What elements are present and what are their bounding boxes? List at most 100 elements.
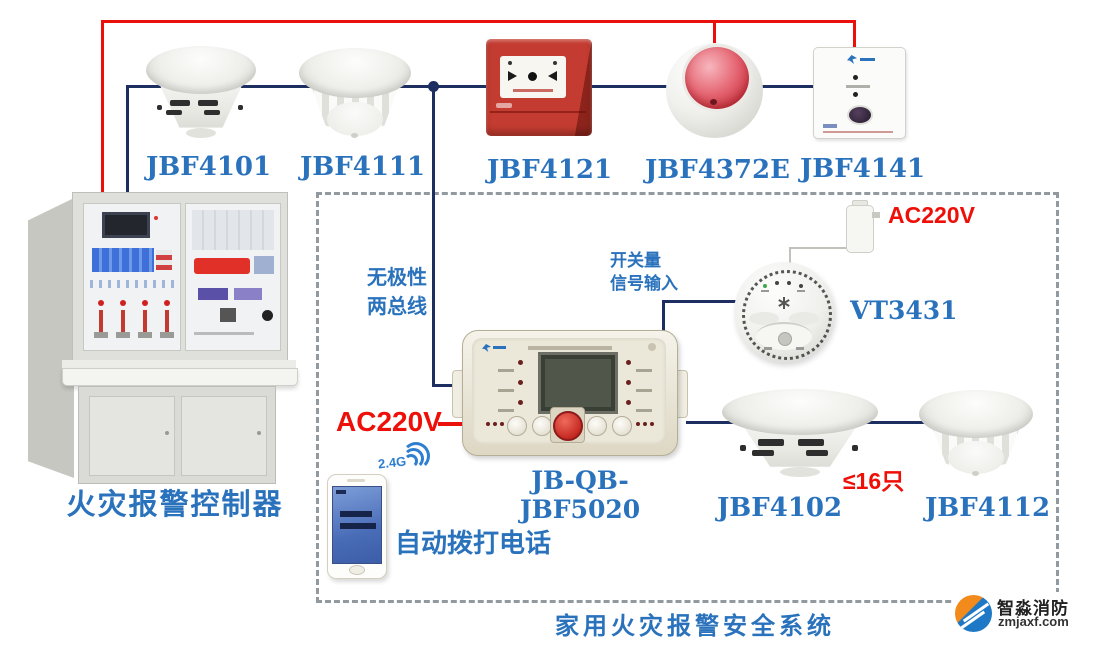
- detector-mount: [919, 390, 1033, 438]
- jbf5020-home-control-unit: [450, 330, 688, 456]
- jbf4111-smoke-detector: [299, 46, 411, 141]
- wire-adapter-cable-vertical: [789, 247, 791, 265]
- vent: [170, 100, 190, 106]
- wifi-arc: [402, 442, 430, 470]
- wire-junction-dot: [428, 81, 439, 92]
- host-title-bar: [528, 346, 612, 350]
- cabinet-shelf-top: [62, 360, 296, 370]
- jbf4141-input-module: [813, 47, 906, 139]
- host-led: [518, 380, 523, 385]
- panel-keypad-red: [156, 250, 172, 270]
- panel-indicator-row: [90, 280, 174, 288]
- brand-logo-icon: [955, 595, 992, 632]
- wire-red-left-vertical: [101, 20, 104, 194]
- screen-number-row: [340, 511, 372, 517]
- detector-tip: [351, 133, 358, 138]
- bus-annotation-line2: 两总线: [367, 296, 427, 318]
- host-button: [587, 416, 607, 436]
- vt-led-label: [797, 290, 805, 292]
- module-lens: [847, 105, 873, 125]
- vent: [166, 110, 182, 115]
- panel-switch-led: [164, 300, 170, 306]
- cabinet-shelf-front: [62, 368, 298, 386]
- phone-home-button: [349, 565, 365, 575]
- detector-tip: [780, 467, 820, 477]
- cabinet-left-panel: [83, 203, 181, 351]
- jbf4101-label: JBF4101: [146, 152, 272, 182]
- jbf4121-label: JBF4121: [487, 155, 613, 185]
- call-point-seam: [490, 111, 586, 113]
- vent: [798, 439, 824, 446]
- phone-screen: [332, 486, 382, 564]
- wire-bus-to-host: [432, 384, 458, 387]
- cabinet-right-panel: [185, 203, 281, 351]
- switch-signal-annotation: 开关量 信号输入: [610, 249, 686, 295]
- host-led-label: [498, 369, 514, 372]
- host-alarm-button: [553, 411, 583, 441]
- host-led-label: [636, 369, 652, 372]
- jbf4102-smoke-detector: [722, 387, 878, 479]
- detector-tip: [186, 128, 216, 138]
- panel-switch: [121, 310, 125, 332]
- panel-zone-grid: [192, 210, 274, 250]
- panel-red-display: [194, 258, 250, 274]
- panel-knob: [262, 310, 273, 321]
- wire-red-drop-module: [853, 20, 856, 53]
- host-dot: [486, 422, 490, 426]
- jbf4112-smoke-detector: [919, 388, 1033, 478]
- host-led: [626, 380, 631, 385]
- jbf4121-manual-call-point: [486, 39, 592, 136]
- panel-display: [102, 212, 150, 238]
- detector-dome: [327, 102, 383, 136]
- plate-dot: [508, 61, 512, 65]
- arrow-right-icon: [508, 71, 517, 81]
- screen-status-bar: [336, 490, 346, 494]
- power-adapter-plug: [846, 200, 880, 256]
- vent-dot: [740, 445, 746, 451]
- door-keyhole: [257, 431, 261, 435]
- host-led: [626, 360, 631, 365]
- wifi-2-4g-label: 2.4G: [377, 453, 407, 472]
- vent-dot: [852, 445, 858, 451]
- wire-switch-vertical: [662, 300, 665, 333]
- panel-purple-badge: [198, 288, 228, 300]
- switch-annotation-line1: 开关量: [610, 251, 661, 270]
- vent-dot: [238, 105, 243, 110]
- vt-center-button: [778, 332, 792, 346]
- panel-switch-base: [138, 332, 152, 338]
- panel-dark-square: [220, 308, 236, 322]
- host-dot: [650, 422, 654, 426]
- system-boundary-dashed-box: [316, 192, 1059, 603]
- host-dot: [643, 422, 647, 426]
- module-caption-bar: [823, 124, 837, 128]
- vt-led-green: [763, 284, 767, 288]
- panel-switch-led: [98, 300, 104, 306]
- call-point-plate: [500, 56, 566, 98]
- module-caption-line: [823, 131, 893, 133]
- module-led: [853, 75, 858, 80]
- fire-alarm-controller-cabinet: [28, 190, 302, 484]
- host-label: JB-QB-JBF5020: [519, 466, 641, 524]
- vt3431-label: VT3431: [850, 296, 958, 325]
- vent: [752, 450, 774, 456]
- brand-bird-icon: [847, 55, 857, 64]
- panel-blue-chip: [254, 256, 274, 274]
- panel-caption-bar: [194, 332, 254, 335]
- panel-switch: [99, 310, 103, 332]
- plate-caption-bar: [513, 89, 553, 92]
- cabinet-lower: [78, 386, 276, 484]
- host-button: [612, 416, 632, 436]
- brand-name: 智淼消防: [997, 599, 1069, 618]
- vt-pad: [789, 312, 819, 325]
- panel-purple-badge: [234, 288, 262, 300]
- vt-mark: [796, 347, 804, 350]
- panel-switch-led: [142, 300, 148, 306]
- cabinet-door: [89, 396, 175, 476]
- adapter-body: [846, 205, 874, 253]
- wire-bus-horizontal: [126, 85, 817, 88]
- brand-text-bar: [493, 346, 506, 349]
- host-led: [518, 360, 523, 365]
- arrow-left-icon: [548, 71, 557, 81]
- panel-switch-base: [116, 332, 130, 338]
- vt-led: [775, 281, 779, 285]
